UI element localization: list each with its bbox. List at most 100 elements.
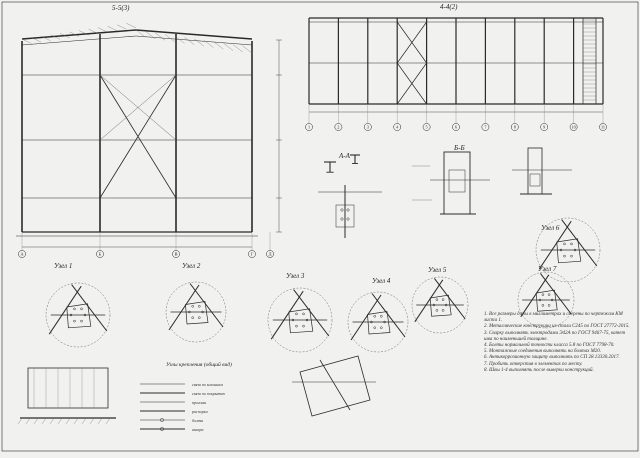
rafter-web: [232, 44, 243, 53]
lower-connection-outline: [299, 355, 371, 417]
legend-3: прогоны: [192, 400, 207, 405]
front-axis-label: Д: [268, 252, 271, 257]
rafter-web: [50, 34, 61, 40]
bolt-hole: [340, 208, 344, 212]
bolt-hole: [201, 310, 204, 314]
bolt-hole: [573, 248, 577, 252]
bolt-hole: [538, 298, 542, 302]
rafter-web: [174, 35, 185, 44]
side-axis-label: 3: [367, 124, 369, 129]
hatch: [73, 417, 79, 425]
side-axis-label: 5: [426, 124, 428, 129]
node-6-gusset: [556, 238, 582, 264]
note-8: 8. Швы 1-4 выполнять после выверки конст…: [484, 367, 594, 373]
bolt-hole: [563, 242, 566, 246]
node-label-3: Узел 3: [286, 272, 305, 280]
rafter-web: [69, 31, 80, 37]
hatch: [65, 417, 71, 425]
bolt-hole: [80, 319, 83, 323]
side-axis-label: 6: [455, 124, 457, 129]
section-a-plate: [448, 169, 466, 193]
hatch: [17, 417, 23, 425]
rafter-web: [59, 33, 70, 39]
bolt-hole: [346, 217, 350, 221]
front-rafter-chord: [21, 35, 137, 46]
rafter-web: [97, 27, 108, 33]
node-6-member: [538, 220, 572, 270]
node-3-member: [293, 289, 330, 337]
node-1-gusset: [66, 303, 92, 329]
bolt-hole: [73, 307, 76, 311]
node-2-member: [189, 283, 224, 328]
side-axis-label: 8: [514, 124, 516, 129]
node-label-5: Узел 5: [428, 266, 447, 274]
legend-6: анкера: [192, 427, 204, 432]
rafter-web: [107, 26, 118, 31]
side-view-title: 4-4(2): [440, 3, 458, 11]
rafter-web: [21, 38, 32, 44]
front-axis-bubble: [248, 250, 256, 258]
lower-connection-member: [319, 359, 351, 411]
section-b-column: [527, 147, 543, 195]
bolt-hole: [547, 293, 551, 296]
side-axis-label: 7: [484, 124, 486, 129]
node-1-member: [48, 285, 82, 335]
side-axis-label: 11: [601, 124, 605, 129]
rafter-web: [194, 38, 205, 47]
bolt-hole: [198, 316, 201, 319]
front-x-brace: [99, 74, 177, 199]
bolt-hole: [435, 298, 439, 301]
node-1-member: [71, 284, 108, 332]
node-label-1: Узел 1: [54, 262, 73, 270]
bolt-hole: [346, 208, 350, 212]
bolt-hole: [83, 313, 87, 317]
bolt-hole: [380, 326, 383, 329]
rafter-web: [155, 32, 166, 41]
bolt-hole: [373, 326, 376, 329]
bolt-hole: [73, 319, 76, 323]
front-x-brace-sub: [99, 74, 177, 141]
bolt-hole: [198, 305, 201, 308]
note-4: 4. Болты нормальной точности класса 5.8 …: [484, 343, 615, 349]
base-plate-detail: [27, 367, 109, 409]
side-axis-bubble: [363, 123, 372, 131]
bolt-hole: [559, 248, 563, 252]
bolt-hole: [191, 305, 194, 308]
side-axis-label: 4: [396, 124, 399, 129]
rafter-web: [116, 24, 127, 30]
node-5-gusset: [429, 294, 452, 317]
rafter-web: [78, 30, 89, 36]
hatch: [49, 417, 55, 425]
legend-symbol: [160, 418, 164, 422]
side-axis-bubble: [569, 123, 578, 131]
front-axis-label: А: [20, 252, 24, 257]
side-axis-bubble: [599, 123, 607, 131]
bolt-hole: [80, 307, 83, 311]
general-notes: 1. Все размеры даны в миллиметрах и свер…: [484, 312, 634, 374]
rafter-web: [203, 40, 214, 48]
front-axis-label: В: [174, 252, 177, 257]
bolt-hole: [550, 298, 554, 302]
node-label-4: Узел 4: [372, 277, 391, 285]
bolt-hole: [302, 312, 305, 316]
rafter-web: [40, 35, 51, 41]
legend-4: распорки: [192, 409, 208, 414]
side-axis-label: 10: [572, 124, 576, 129]
front-view-title: 5-5(3): [112, 4, 130, 12]
bolt-hole: [441, 298, 445, 301]
section-b-plate: [529, 173, 541, 187]
bolt-hole: [370, 320, 373, 324]
front-axis-label: Г: [251, 252, 254, 257]
side-axis-label: 9: [543, 124, 545, 129]
front-axis-bubble: [96, 250, 104, 258]
side-axis-bubble: [422, 123, 431, 131]
node-3-gusset: [288, 308, 314, 334]
front-rafter-right: [135, 29, 253, 40]
hatch: [97, 417, 103, 425]
bolt-hole: [295, 324, 298, 328]
note-2: 2. Металлические конструкции из стали С2…: [484, 324, 630, 330]
bolt-hole: [570, 254, 573, 258]
side-axis-label: 2: [337, 124, 339, 129]
front-axis-label: Б: [99, 252, 102, 257]
section-b-title: Б-Б: [454, 144, 465, 152]
